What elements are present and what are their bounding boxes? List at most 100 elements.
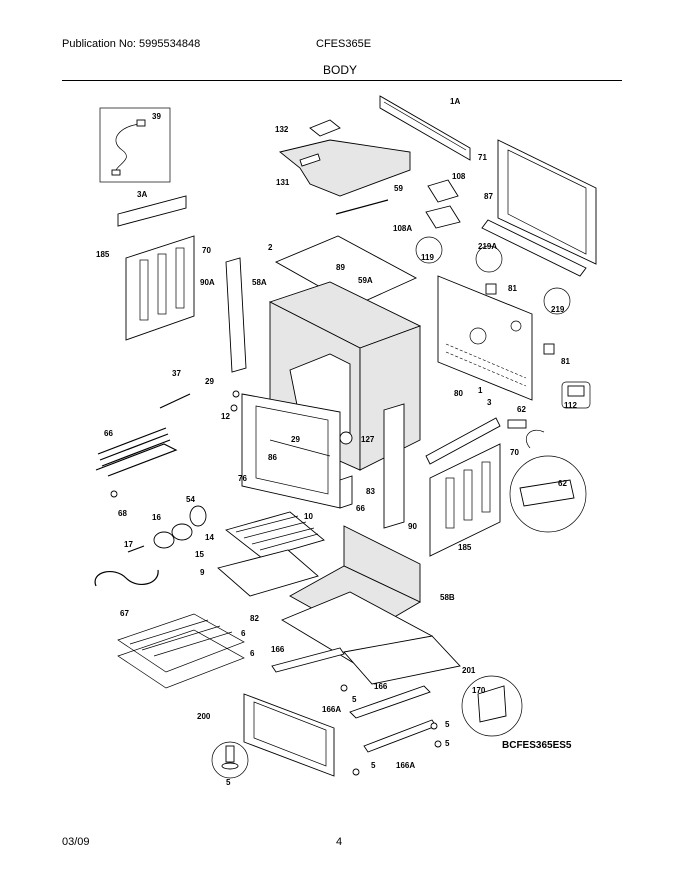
callout-219A: 219A bbox=[478, 242, 497, 251]
callout-166-right: 166 bbox=[374, 682, 388, 691]
rear-back-panel bbox=[481, 139, 597, 277]
probe-37 bbox=[159, 393, 191, 409]
callout-219: 219 bbox=[551, 305, 565, 314]
callout-201: 201 bbox=[462, 666, 476, 675]
callout-66-lower: 66 bbox=[356, 504, 365, 513]
callout-185-lower: 185 bbox=[458, 543, 472, 552]
part-127 bbox=[339, 431, 353, 445]
callout-82: 82 bbox=[250, 614, 259, 623]
callout-89: 89 bbox=[336, 263, 345, 272]
callout-39: 39 bbox=[152, 112, 161, 121]
callout-2: 2 bbox=[268, 243, 273, 252]
callout-14: 14 bbox=[205, 533, 214, 542]
callout-58B: 58B bbox=[440, 593, 455, 602]
trim-90 bbox=[383, 403, 405, 529]
callout-131: 131 bbox=[276, 178, 290, 187]
callout-67: 67 bbox=[120, 609, 129, 618]
anti-tip-bracket-detail bbox=[461, 675, 523, 737]
model-number: CFES365E bbox=[316, 38, 372, 50]
header-rule bbox=[62, 80, 622, 81]
screw-68 bbox=[110, 490, 118, 498]
callout-1: 1 bbox=[478, 386, 483, 395]
callout-108: 108 bbox=[452, 172, 466, 181]
screw-5b bbox=[430, 722, 438, 730]
callout-58A: 58A bbox=[252, 278, 267, 287]
callout-70-right: 70 bbox=[510, 448, 519, 457]
callout-81-lower: 81 bbox=[561, 357, 570, 366]
callout-62-detail: 62 bbox=[558, 479, 567, 488]
bake-element bbox=[95, 427, 178, 477]
broil-pan-grid bbox=[225, 511, 325, 559]
callout-90: 90 bbox=[408, 522, 417, 531]
callout-17: 17 bbox=[124, 540, 133, 549]
callout-5-right-upper: 5 bbox=[445, 720, 450, 729]
callout-112: 112 bbox=[564, 401, 577, 410]
leveling-leg-detail bbox=[211, 741, 249, 779]
callout-5-leg: 5 bbox=[226, 778, 231, 787]
callout-81-upper: 81 bbox=[508, 284, 517, 293]
callout-83: 83 bbox=[366, 487, 375, 496]
diagram-code: BCFES365ES5 bbox=[502, 740, 572, 751]
brackets-108 bbox=[425, 179, 461, 229]
callout-80: 80 bbox=[454, 389, 463, 398]
oven-light-assembly bbox=[127, 505, 207, 553]
callout-5-upper: 5 bbox=[352, 695, 357, 704]
callout-5-right-lower: 5 bbox=[445, 739, 450, 748]
callout-16: 16 bbox=[152, 513, 161, 522]
power-cord-inset bbox=[99, 107, 171, 183]
callout-166-left: 166 bbox=[271, 645, 285, 654]
callout-37: 37 bbox=[172, 369, 181, 378]
callout-29-lower: 29 bbox=[291, 435, 300, 444]
publication-number: Publication No: 5995534848 bbox=[62, 38, 201, 50]
broil-pan bbox=[217, 549, 319, 597]
callout-86: 86 bbox=[268, 453, 277, 462]
footer-date: 03/09 bbox=[62, 836, 90, 848]
detail-callouts bbox=[415, 236, 591, 409]
part-81-lower bbox=[543, 343, 555, 355]
callout-3: 3 bbox=[487, 398, 492, 407]
callout-119: 119 bbox=[421, 253, 434, 262]
part-81-upper bbox=[485, 283, 497, 295]
callout-10: 10 bbox=[304, 512, 313, 521]
trim-83 bbox=[339, 475, 353, 509]
callout-166A-upper: 166A bbox=[322, 705, 341, 714]
top-rear-rail bbox=[379, 95, 471, 161]
left-trim-90A bbox=[225, 257, 247, 373]
callout-71: 71 bbox=[478, 153, 487, 162]
oven-front-frame bbox=[241, 393, 341, 509]
callout-15: 15 bbox=[195, 550, 204, 559]
callout-66: 66 bbox=[104, 429, 113, 438]
oven-racks bbox=[117, 613, 245, 689]
callout-5-bottom: 5 bbox=[371, 761, 376, 770]
screw-29 bbox=[232, 390, 240, 398]
callout-68: 68 bbox=[118, 509, 127, 518]
lower-base-frame bbox=[281, 591, 461, 685]
callout-62-upper: 62 bbox=[517, 405, 526, 414]
callout-54: 54 bbox=[186, 495, 195, 504]
callout-185-upper: 185 bbox=[96, 250, 110, 259]
screw-5a bbox=[340, 684, 348, 692]
callout-12: 12 bbox=[221, 412, 230, 421]
callout-59: 59 bbox=[394, 184, 403, 193]
screw-5d bbox=[352, 768, 360, 776]
callout-59A: 59A bbox=[358, 276, 373, 285]
callout-90A: 90A bbox=[200, 278, 215, 287]
callout-70-left: 70 bbox=[202, 246, 211, 255]
callout-6-upper: 6 bbox=[241, 629, 246, 638]
rear-electrical-panel bbox=[437, 275, 533, 401]
bracket-132 bbox=[309, 119, 341, 137]
callout-170: 170 bbox=[472, 686, 486, 695]
drawer-front bbox=[243, 693, 335, 777]
detail-62 bbox=[509, 429, 587, 533]
callout-6-lower: 6 bbox=[250, 649, 255, 658]
callout-1A: 1A bbox=[450, 97, 460, 106]
callout-9: 9 bbox=[200, 568, 205, 577]
callout-76: 76 bbox=[238, 474, 247, 483]
rod-59 bbox=[335, 199, 389, 215]
callout-29-upper: 29 bbox=[205, 377, 214, 386]
callout-3A: 3A bbox=[137, 190, 147, 199]
callout-87: 87 bbox=[484, 192, 493, 201]
oven-top-panel bbox=[279, 139, 411, 197]
callout-166A-lower: 166A bbox=[396, 761, 415, 770]
